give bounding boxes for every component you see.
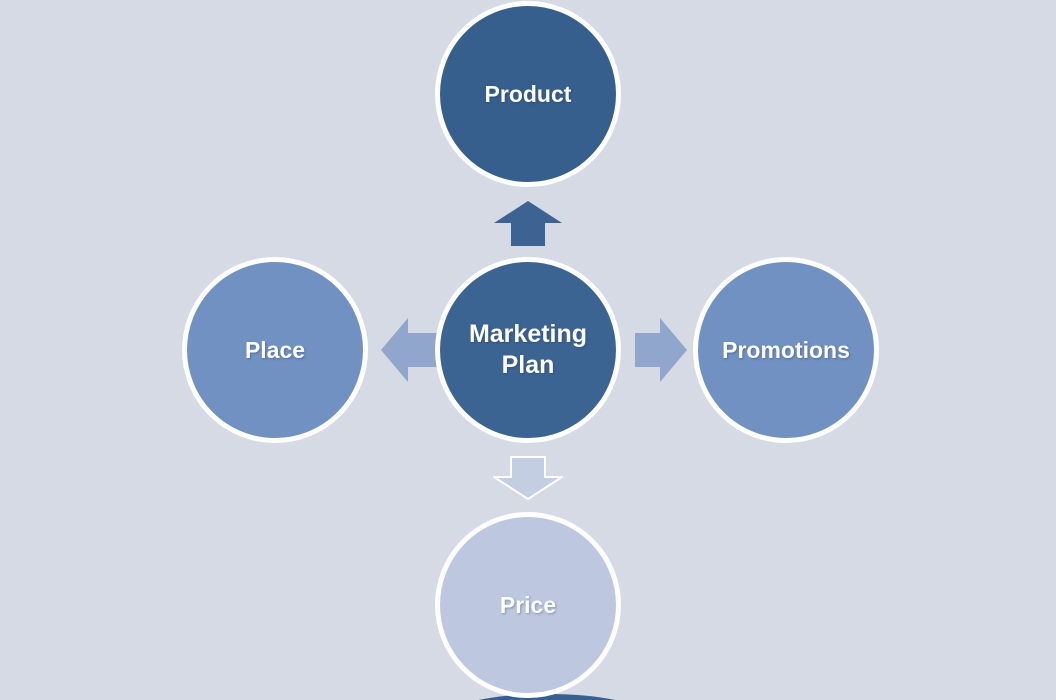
down-arrow-icon bbox=[493, 456, 563, 500]
node-price-label: Price bbox=[499, 592, 557, 618]
up-arrow-icon bbox=[494, 201, 562, 246]
right-arrow-icon bbox=[635, 318, 687, 382]
clipped-bottom-shape bbox=[447, 694, 647, 700]
node-marketing-plan: Marketing Plan bbox=[435, 257, 621, 443]
left-arrow-icon bbox=[381, 318, 440, 382]
node-product: Product bbox=[435, 1, 621, 187]
node-promotions-label: Promotions bbox=[722, 337, 850, 363]
node-price: Price bbox=[435, 512, 621, 698]
node-marketing-plan-label: Marketing Plan bbox=[468, 320, 588, 379]
node-place-label: Place bbox=[244, 337, 306, 363]
node-place: Place bbox=[182, 257, 368, 443]
node-product-label: Product bbox=[484, 81, 572, 107]
node-promotions: Promotions bbox=[693, 257, 879, 443]
